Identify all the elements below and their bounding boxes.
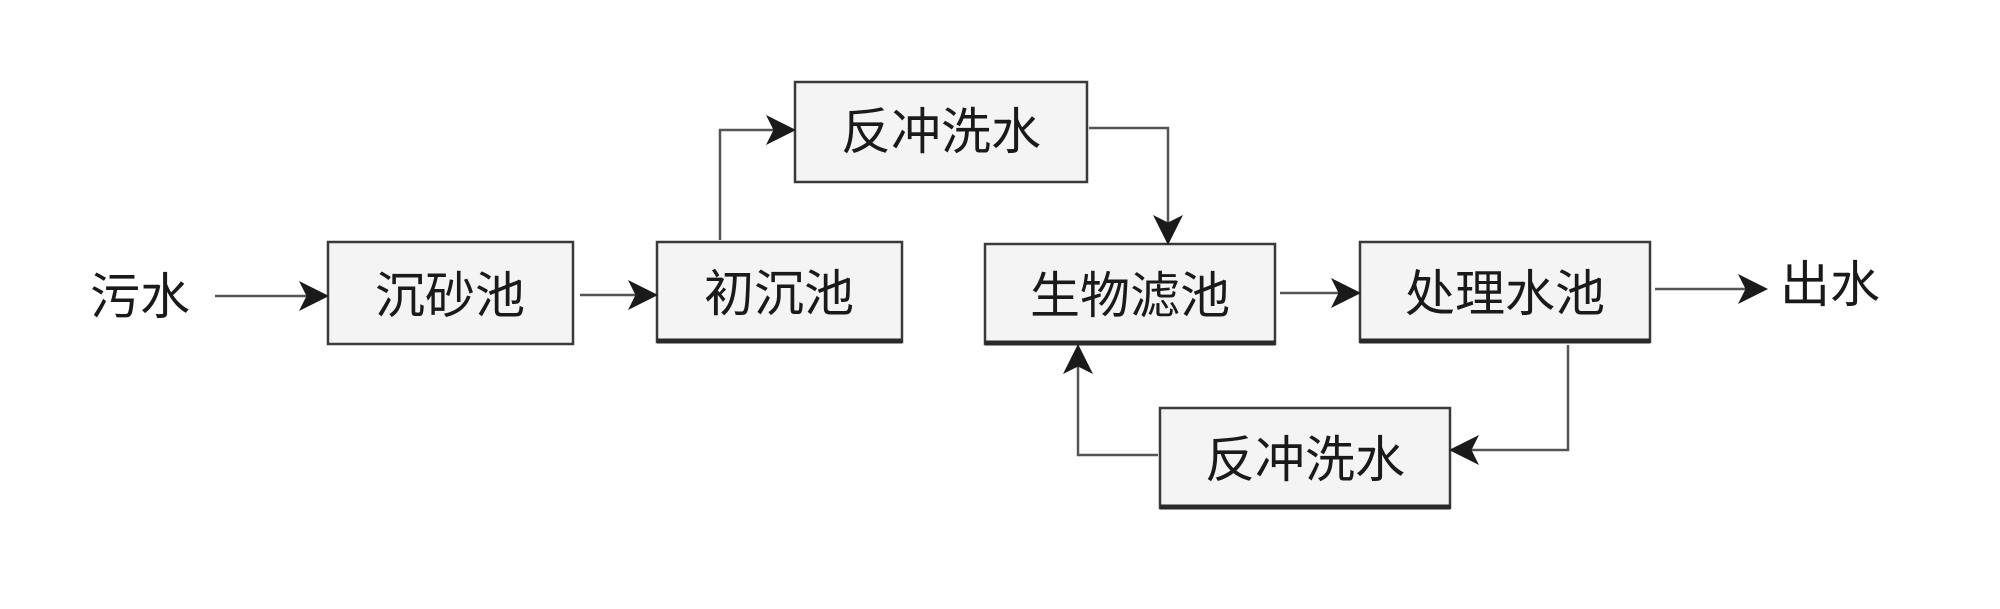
arrow-treated-tank-to-backwash-bottom [1449, 345, 1570, 465]
arrow-primary-to-backwash-top [718, 115, 796, 240]
grit-chamber-label: 沉砂池 [375, 267, 525, 325]
primary-clarifier-node: 初沉池 [655, 240, 904, 344]
treated-water-tank-label: 处理水池 [1405, 265, 1605, 323]
primary-clarifier-label: 初沉池 [704, 265, 854, 323]
backwash-water-bottom-node: 反冲洗水 [1158, 406, 1452, 510]
input-label: 污水 [90, 268, 190, 326]
arrow-backwash-bottom-to-biofilter [1063, 344, 1158, 457]
biofilter-label: 生物滤池 [1030, 267, 1230, 325]
backwash-water-top-node: 反冲洗水 [793, 80, 1089, 184]
biofilter-node: 生物滤池 [983, 242, 1277, 346]
treated-water-tank-node: 处理水池 [1358, 240, 1652, 344]
backwash-water-top-label: 反冲洗水 [841, 103, 1041, 161]
arrow-backwash-top-to-biofilter [1089, 126, 1183, 245]
backwash-water-bottom-label: 反冲洗水 [1205, 431, 1405, 489]
grit-chamber-node: 沉砂池 [326, 240, 575, 346]
output-label: 出水 [1780, 256, 1880, 314]
